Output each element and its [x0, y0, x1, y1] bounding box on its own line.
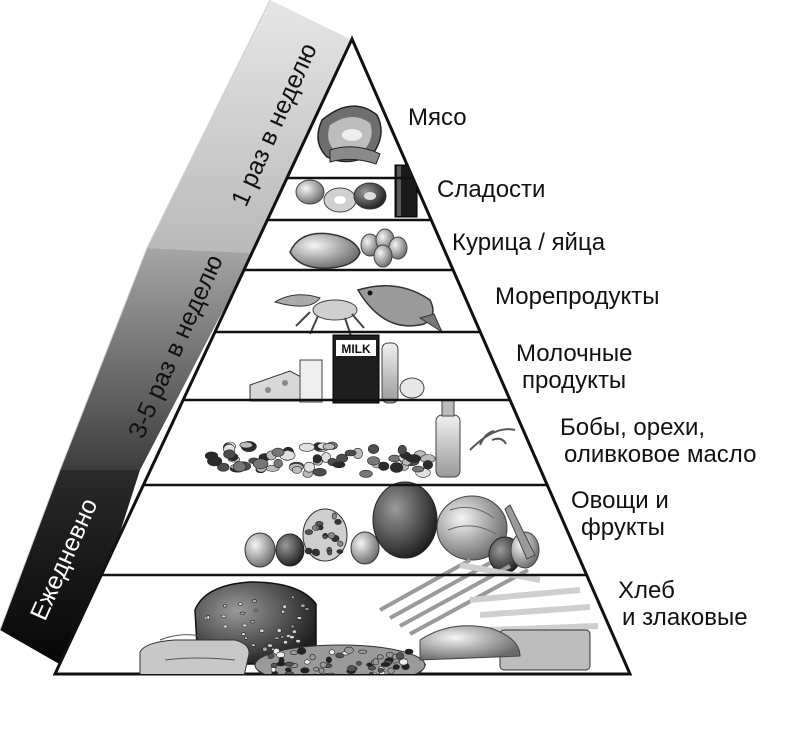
tier-label-legumes: Бобы, орехи, оливковое масло [560, 414, 757, 468]
milk-cheese-icon: MILK [249, 334, 425, 404]
frequency-strip [0, 0, 350, 673]
tier-dividers [101, 176, 587, 577]
bread-grains-icon [139, 558, 599, 674]
milk-carton-text: MILK [341, 342, 371, 356]
fruits-vegetables-icon [244, 481, 540, 574]
chicken-eggs-icon [289, 228, 408, 269]
tier-label-poultry-eggs: Курица / яйца [452, 229, 606, 256]
beans-nuts-oil-icon [204, 441, 436, 478]
meat-steak-icon [317, 105, 382, 165]
fish-crab-icon [273, 285, 444, 337]
tier-label-dairy: Молочные продукты [516, 340, 633, 394]
tier-label-meat: Мясо [408, 104, 467, 131]
tier-label-sweets: Сладости [437, 176, 546, 203]
tier-label-produce: Овощи и фрукты [571, 487, 669, 541]
frequency-band-weekly [147, 0, 350, 253]
tier-label-grains: Хлеб и злаковые [618, 577, 748, 631]
olive-oil-bottle-icon [435, 399, 516, 478]
frequency-band-daily [0, 470, 140, 673]
frequency-band-3-5-weekly [60, 248, 253, 470]
tier-label-seafood: Морепродукты [495, 283, 660, 310]
tier-artwork: MILK [139, 105, 599, 674]
